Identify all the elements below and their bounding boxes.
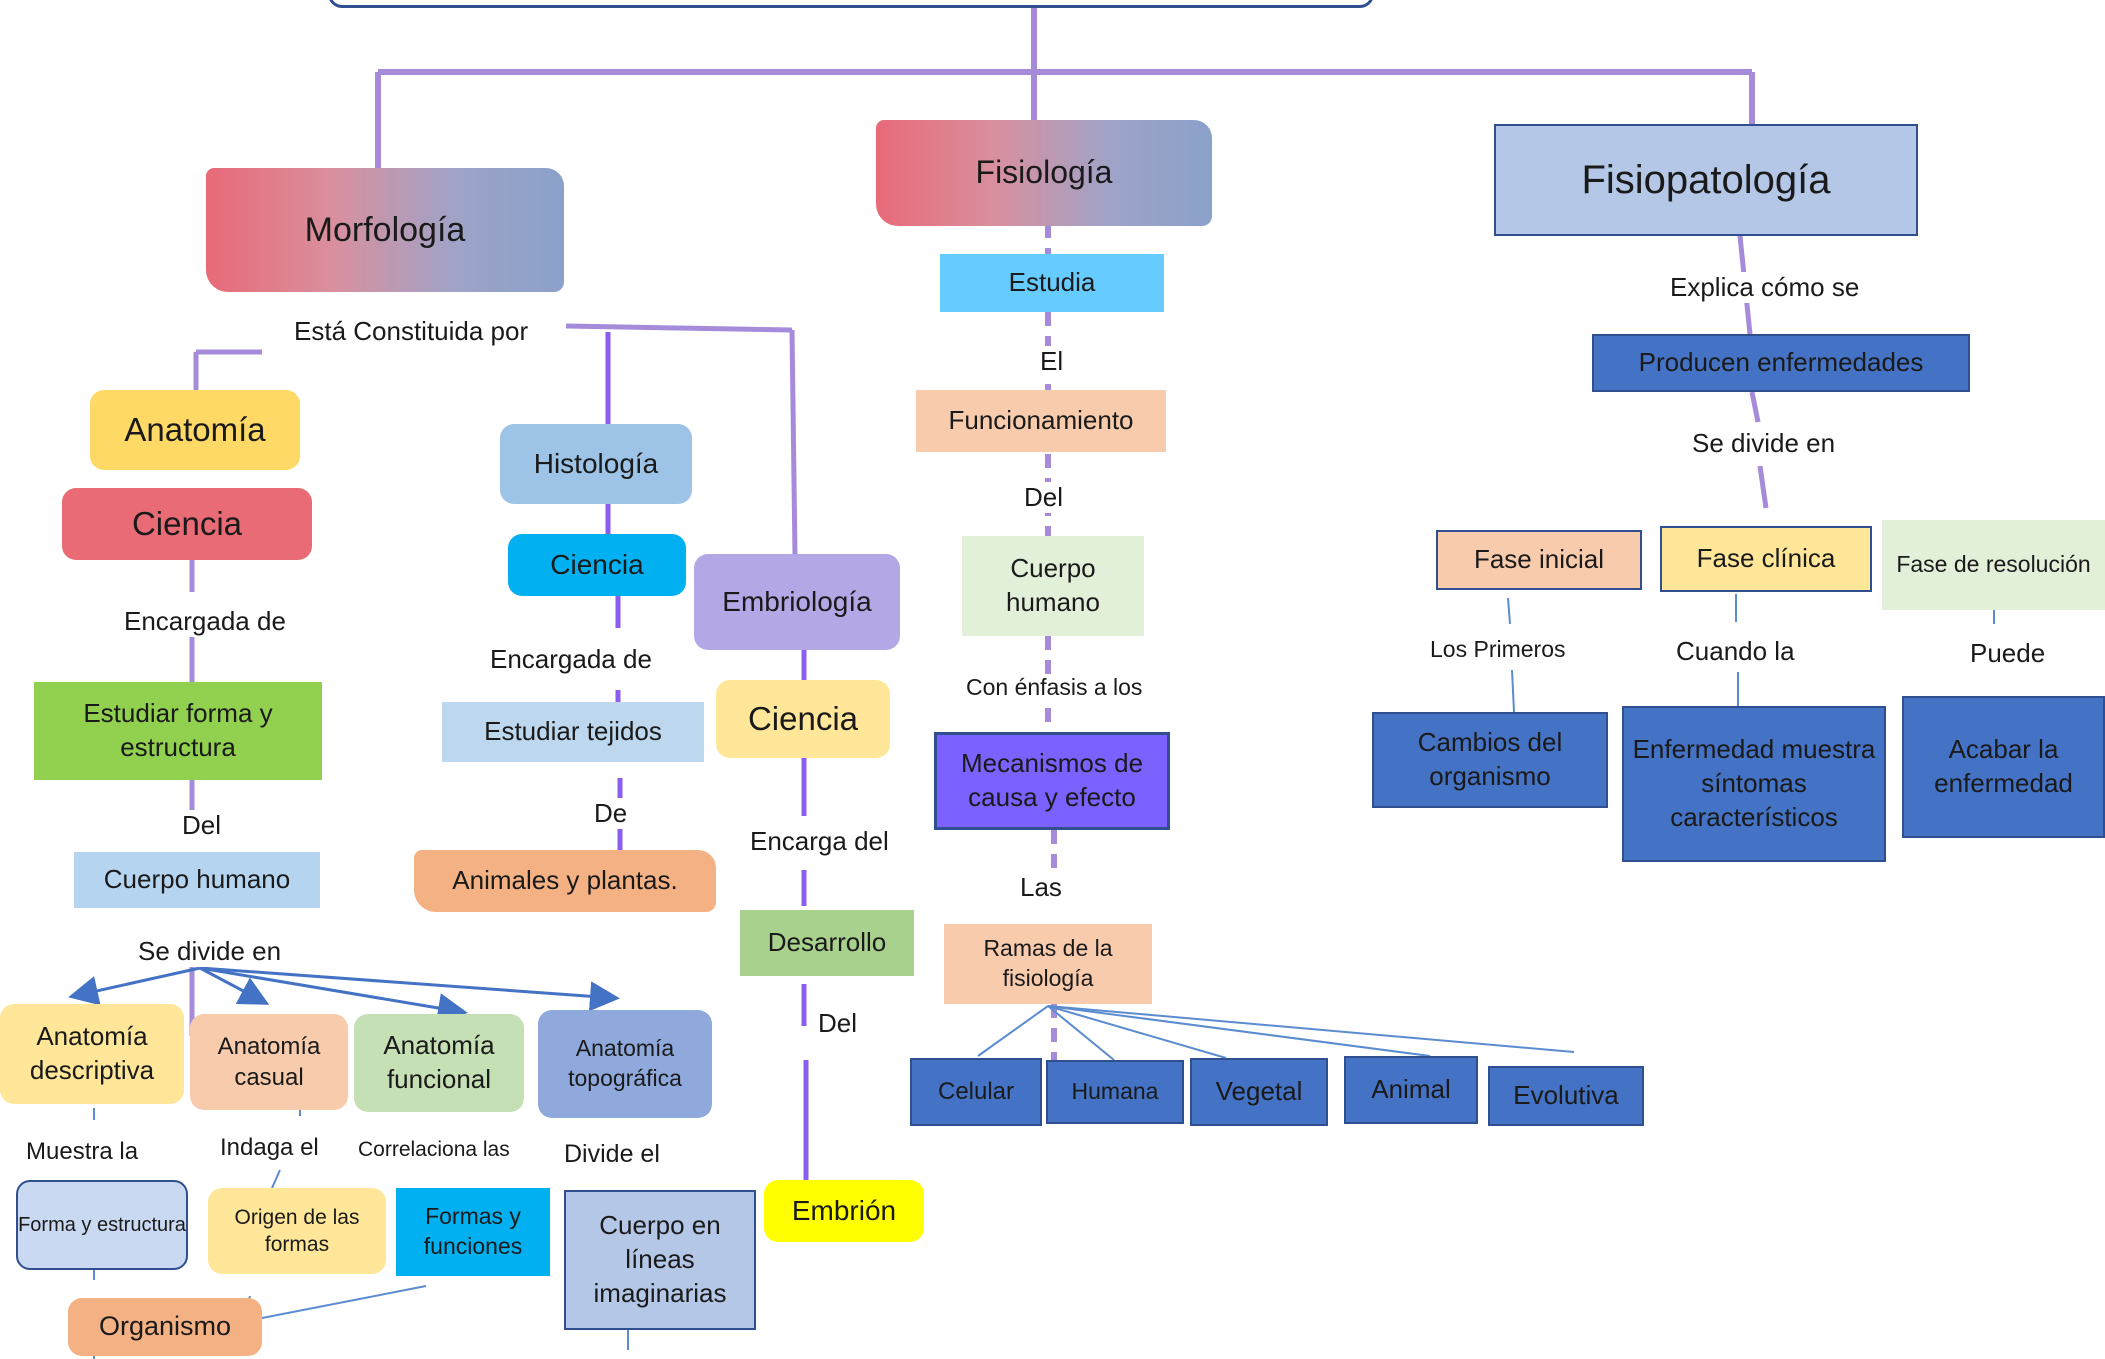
embriologia-ciencia-node: Ciencia: [716, 680, 890, 758]
histologia-ciencia-node: Ciencia: [508, 534, 686, 596]
estudia-node: Estudia: [940, 254, 1164, 312]
fisiopatologia-se-divide-label: Se divide en: [1688, 428, 1840, 459]
morfologia-title: Morfología: [304, 210, 466, 249]
organismo-node: Organismo: [68, 1298, 262, 1356]
anatomia-node: Anatomía: [90, 390, 300, 470]
anatomia-casual-node: Anatomía casual: [190, 1014, 348, 1110]
fisiologia-cuerpo-node: Cuerpo humano: [962, 536, 1144, 636]
fase-inicial-node: Fase inicial: [1436, 530, 1642, 590]
embriologia-del-label: Del: [814, 1008, 862, 1039]
embrion-node: Embrión: [764, 1180, 924, 1242]
ramas-node: Ramas de la fisiología: [944, 924, 1152, 1004]
funcionamiento-node: Funcionamiento: [916, 390, 1166, 452]
puede-label: Puede: [1966, 638, 2050, 669]
muestra-la-label: Muestra la: [22, 1138, 143, 1166]
fisiologia-node: Fisiología: [876, 120, 1212, 226]
central-title-box: [328, 0, 1374, 8]
producen-node: Producen enfermedades: [1592, 334, 1970, 392]
anatomia-ciencia-node: Ciencia: [62, 488, 312, 560]
anatomia-funcional-node: Anatomía funcional: [354, 1014, 524, 1112]
estudiar-forma-node: Estudiar forma y estructura: [34, 682, 322, 780]
cuerpo-lineas-node: Cuerpo en líneas imaginarias: [564, 1190, 756, 1330]
enfasis-label: Con énfasis a los: [962, 674, 1147, 701]
desarrollo-node: Desarrollo: [740, 910, 914, 976]
rama-humana-node: Humana: [1046, 1060, 1184, 1124]
anatomia-descriptiva-node: Anatomía descriptiva: [0, 1004, 184, 1104]
los-primeros-label: Los Primeros: [1426, 636, 1570, 663]
constituida-label: Está Constituida por: [290, 316, 533, 347]
anatomia-topografica-node: Anatomía topográfica: [538, 1010, 712, 1118]
rama-celular-node: Celular: [910, 1058, 1042, 1126]
animales-plantas-node: Animales y plantas.: [414, 850, 716, 912]
rama-animal-node: Animal: [1344, 1056, 1478, 1124]
morfologia-node: Morfología: [206, 168, 564, 292]
rama-vegetal-node: Vegetal: [1190, 1058, 1328, 1126]
fisiologia-las-label: Las: [1016, 872, 1066, 903]
explica-label: Explica cómo se: [1666, 272, 1864, 303]
rama-evolutiva-node: Evolutiva: [1488, 1066, 1644, 1126]
anatomia-se-divide-label: Se divide en: [134, 936, 286, 967]
indaga-el-label: Indaga el: [216, 1134, 323, 1162]
histologia-encargada-label: Encargada de: [486, 644, 656, 675]
cambios-organismo-node: Cambios del organismo: [1372, 712, 1608, 808]
fisiologia-el-label: El: [1036, 346, 1068, 377]
origen-formas-node: Origen de las formas: [208, 1188, 386, 1274]
fase-resolucion-node: Fase de resolución: [1882, 520, 2105, 610]
fisiologia-del-label: Del: [1020, 482, 1068, 513]
fisiopatologia-node: Fisiopatología: [1494, 124, 1918, 236]
cuando-la-label: Cuando la: [1672, 636, 1799, 667]
fase-clinica-node: Fase clínica: [1660, 526, 1872, 592]
divide-el-label: Divide el: [560, 1140, 664, 1169]
anatomia-encargada-label: Encargada de: [120, 606, 290, 637]
mecanismos-node: Mecanismos de causa y efecto: [934, 732, 1170, 830]
encarga-del-label: Encarga del: [746, 826, 893, 857]
histologia-de-label: De: [590, 798, 632, 829]
anatomia-del-label: Del: [178, 810, 226, 841]
embriologia-node: Embriología: [694, 554, 900, 650]
histologia-node: Histología: [500, 424, 692, 504]
acabar-enfermedad-node: Acabar la enfermedad: [1902, 696, 2105, 838]
estudiar-tejidos-node: Estudiar tejidos: [442, 702, 704, 762]
formas-funciones-node: Formas y funciones: [396, 1188, 550, 1276]
anatomia-cuerpo-node: Cuerpo humano: [74, 852, 320, 908]
correlaciona-label: Correlaciona las: [354, 1138, 514, 1162]
forma-estructura-node: Forma y estructura: [16, 1180, 188, 1270]
enfermedad-sintomas-node: Enfermedad muestra síntomas característi…: [1622, 706, 1886, 862]
